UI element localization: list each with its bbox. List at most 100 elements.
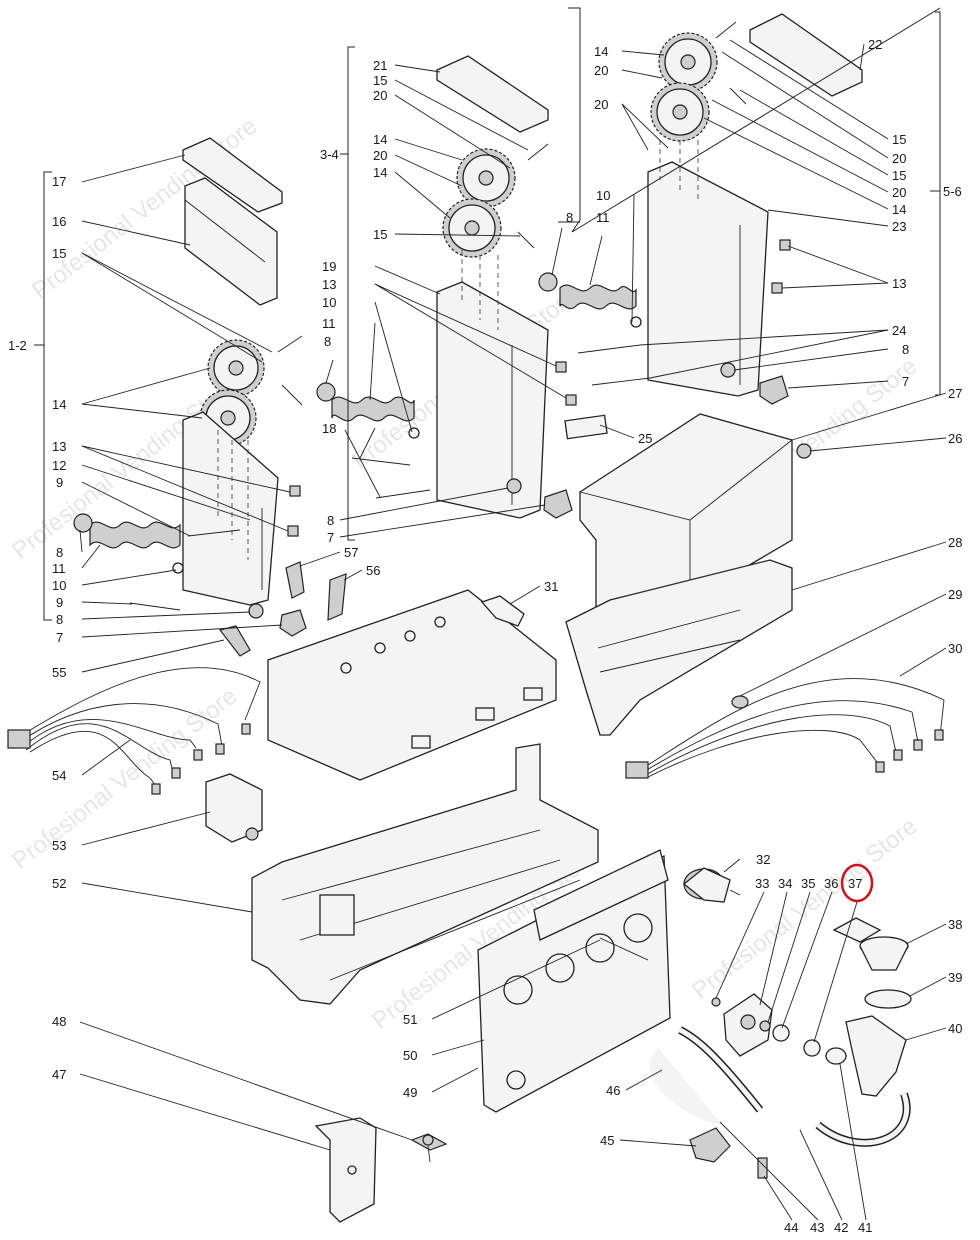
gear-pair <box>650 32 718 142</box>
leader-line <box>81 811 211 846</box>
clip-55 <box>218 625 251 657</box>
cover-hole <box>347 1165 357 1175</box>
leader-line <box>809 437 947 452</box>
part-label-13: 13 <box>52 439 66 454</box>
grommet <box>731 695 749 709</box>
spring <box>281 384 303 406</box>
part-label-17: 17 <box>52 174 66 189</box>
spring <box>517 231 535 249</box>
leader-line <box>719 1121 819 1221</box>
part-label-11: 11 <box>596 210 610 225</box>
clip <box>287 525 299 537</box>
leader-line <box>787 380 889 389</box>
panel-hole <box>623 913 653 943</box>
screw-shaft <box>427 1145 431 1163</box>
small-fitting <box>757 1157 768 1179</box>
spring <box>729 87 747 105</box>
leader-line <box>763 1175 793 1221</box>
leader-line <box>394 233 521 237</box>
clip <box>779 239 791 251</box>
shaft <box>599 937 649 961</box>
outlet-nut <box>720 362 736 378</box>
spring <box>715 21 737 39</box>
mixer-cup-body <box>859 945 909 971</box>
part-label-54: 54 <box>52 768 66 783</box>
plate-slot <box>523 687 543 701</box>
leader-line <box>621 69 663 79</box>
front-panel <box>477 849 671 1113</box>
canister-assembly-3-4 <box>316 55 608 519</box>
part-label-42: 42 <box>834 1220 848 1235</box>
leader-line <box>81 154 186 183</box>
highlight-circle <box>840 863 874 903</box>
leader-line <box>711 99 889 193</box>
solenoid-53 <box>205 773 263 843</box>
hose-set <box>649 1026 911 1179</box>
panel-hole <box>545 953 575 983</box>
part-label-20: 20 <box>892 185 906 200</box>
leader-line <box>374 283 557 367</box>
part-label-36: 36 <box>824 876 838 891</box>
clamp-ring <box>864 989 912 1009</box>
part-label-15: 15 <box>892 168 906 183</box>
leader-line <box>621 103 669 149</box>
cable <box>25 723 173 769</box>
leader-line <box>625 1069 663 1091</box>
leader-line <box>339 504 546 538</box>
leader-line <box>767 891 811 1023</box>
mixer-chamber <box>845 1015 907 1097</box>
outlet-spout <box>759 375 789 405</box>
leader-line <box>431 1067 479 1093</box>
outlet-nut <box>248 603 264 619</box>
plate-hole <box>434 616 446 628</box>
plate-slot <box>475 707 495 721</box>
clip <box>771 282 783 294</box>
part-label-16: 16 <box>52 214 66 229</box>
leader-line <box>359 427 376 459</box>
part-label-11: 11 <box>52 561 66 576</box>
part-label-32: 32 <box>756 852 770 867</box>
plate-hole <box>340 662 352 674</box>
part-label-15: 15 <box>892 132 906 147</box>
tray-edge <box>597 609 741 673</box>
panel-hole <box>503 975 533 1005</box>
part-number-labels: 1-2 3-4 5-6 17 16 15 14 13 12 9 8 11 10 … <box>8 37 962 1235</box>
part-label-9: 9 <box>56 595 63 610</box>
cable <box>19 667 261 737</box>
part-label-14: 14 <box>594 44 608 59</box>
leader-line <box>715 891 765 999</box>
leader-line <box>787 245 889 284</box>
mixing-box <box>565 413 812 736</box>
part-label-27: 27 <box>948 386 962 401</box>
connector <box>241 723 251 735</box>
part-label-15: 15 <box>373 73 387 88</box>
part-label-28: 28 <box>948 535 962 550</box>
leader-line <box>374 301 413 433</box>
leader-line <box>905 1027 947 1041</box>
cable <box>639 678 945 771</box>
leader-line <box>79 1073 331 1151</box>
clip <box>565 394 577 406</box>
clip-57 <box>285 561 305 599</box>
part-label-20: 20 <box>594 97 608 112</box>
gear-hub <box>680 54 696 70</box>
mixer-top <box>832 917 882 943</box>
drip-tray <box>565 559 793 736</box>
leader-line <box>621 50 665 56</box>
part-label-51: 51 <box>403 1012 417 1027</box>
leader-line <box>339 487 509 521</box>
gear-hub <box>478 170 494 186</box>
group-label-3-4: 3-4 <box>320 147 339 162</box>
bracket-5-6 <box>568 7 941 233</box>
connector <box>151 783 161 795</box>
motor-body <box>682 867 731 903</box>
part-label-9: 9 <box>56 475 63 490</box>
auger-spiral <box>559 284 637 310</box>
part-label-53: 53 <box>52 838 66 853</box>
leader-line <box>81 601 133 605</box>
gear-hub <box>464 220 480 236</box>
leader-line <box>799 1129 843 1221</box>
part-label-22: 22 <box>868 37 882 52</box>
cable <box>643 714 897 777</box>
